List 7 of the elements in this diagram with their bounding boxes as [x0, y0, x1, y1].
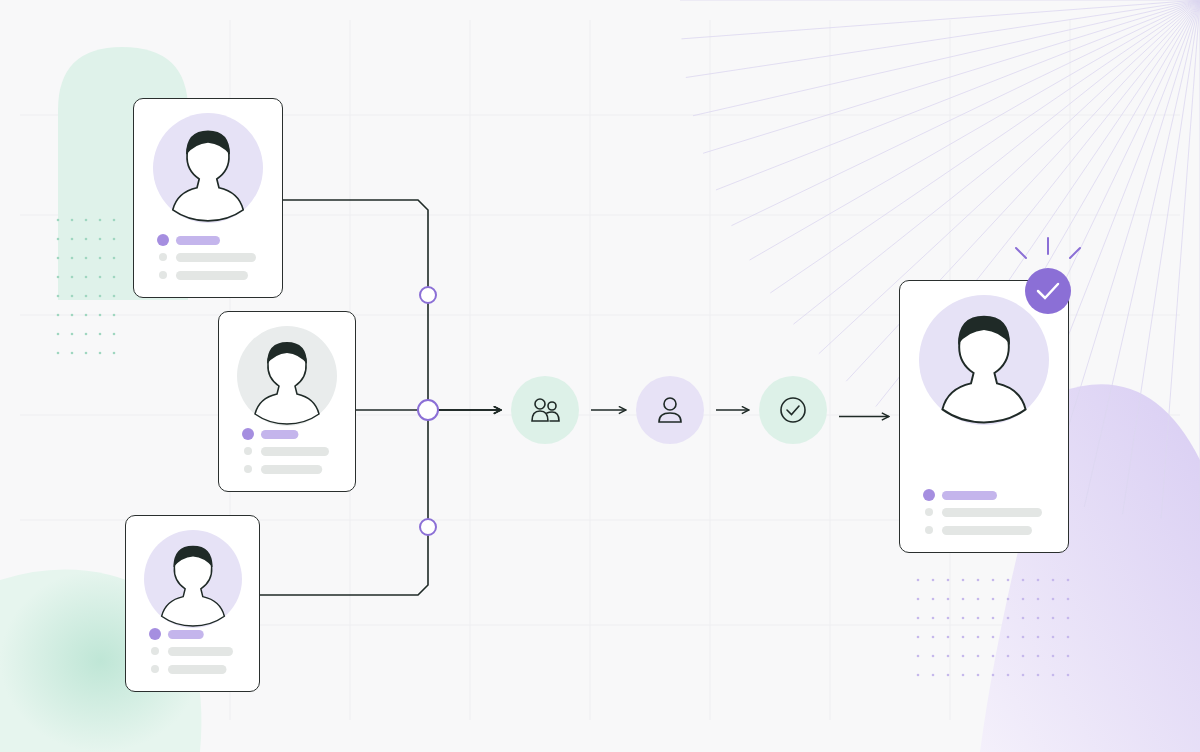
arrow [715, 405, 750, 415]
profile-card [218, 311, 356, 492]
arrow [259, 405, 502, 596]
arrow [590, 405, 627, 415]
profile-card [125, 515, 260, 692]
arrow [838, 412, 890, 421]
profile-card [133, 98, 283, 298]
